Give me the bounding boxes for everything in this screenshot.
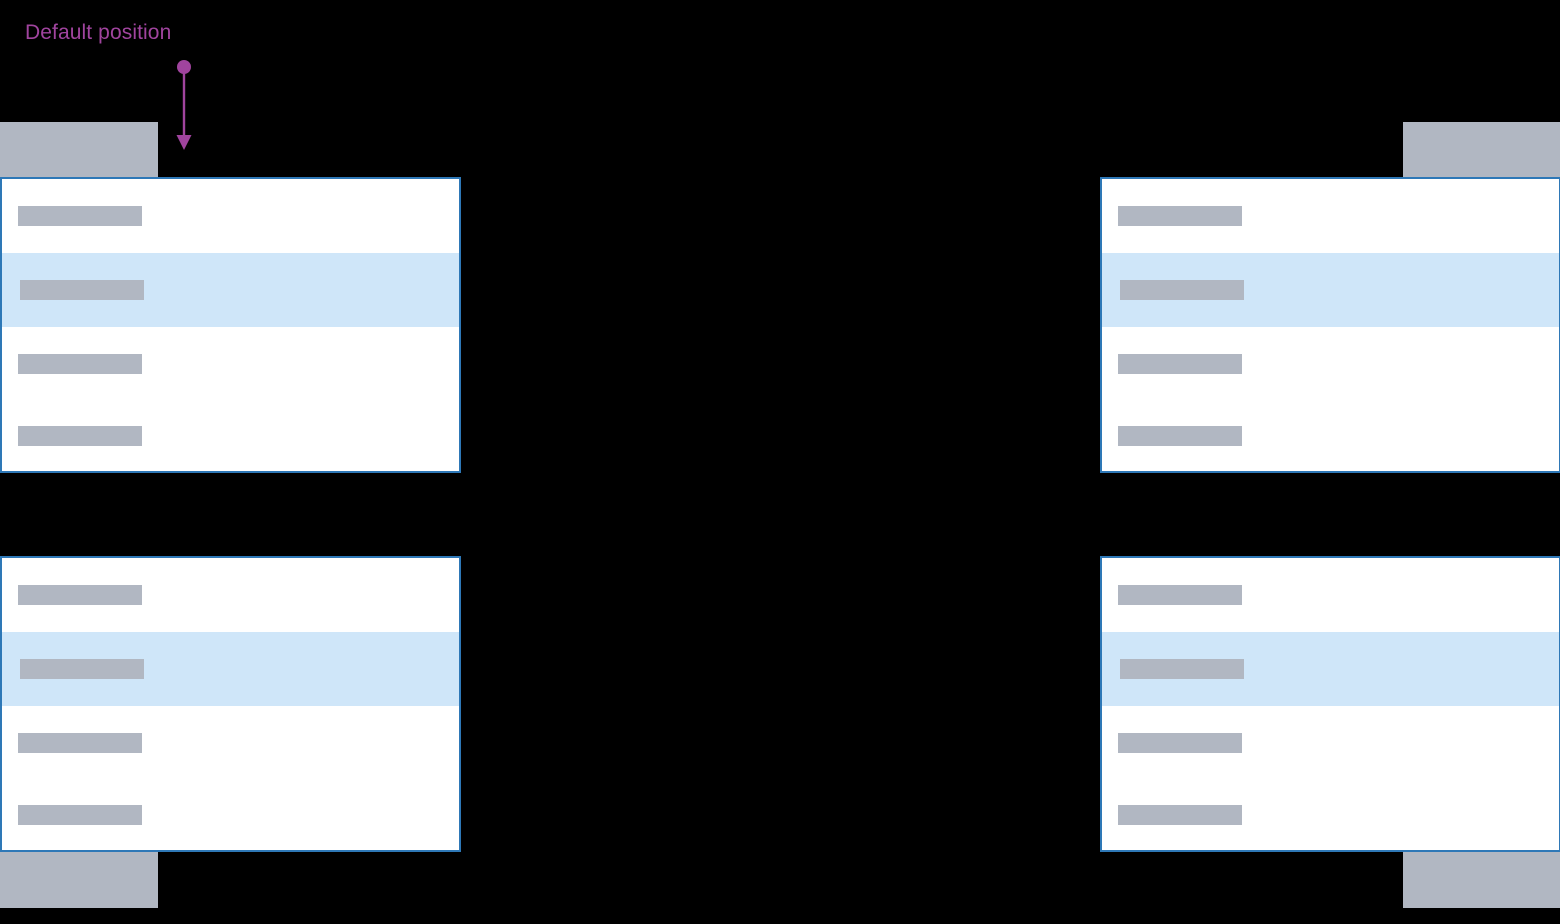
panel-row[interactable]	[2, 780, 459, 850]
flyout-panel-bottom-right[interactable]	[1100, 556, 1560, 852]
row-label-placeholder	[1118, 206, 1242, 226]
row-label-placeholder	[18, 805, 142, 825]
flyout-panel-top-right[interactable]	[1100, 177, 1560, 473]
row-label-placeholder	[18, 426, 142, 446]
row-label-placeholder	[1118, 805, 1242, 825]
row-label-placeholder	[1120, 659, 1244, 679]
panel-row-selected[interactable]	[1102, 253, 1559, 327]
anchor-top-left[interactable]	[0, 122, 158, 178]
row-label-placeholder	[18, 206, 142, 226]
panel-row[interactable]	[2, 401, 459, 471]
anchor-top-right[interactable]	[1403, 122, 1560, 178]
row-label-placeholder	[20, 280, 144, 300]
row-label-placeholder	[1118, 585, 1242, 605]
panel-row[interactable]	[1102, 401, 1559, 471]
arrow-down-icon	[168, 55, 202, 155]
default-position-annotation-label: Default position	[25, 21, 172, 44]
row-label-placeholder	[1118, 426, 1242, 446]
row-label-placeholder	[18, 733, 142, 753]
panel-row[interactable]	[1102, 327, 1559, 401]
row-label-placeholder	[20, 659, 144, 679]
panel-row[interactable]	[1102, 780, 1559, 850]
panel-row[interactable]	[1102, 706, 1559, 780]
row-label-placeholder	[1118, 733, 1242, 753]
panel-row[interactable]	[1102, 558, 1559, 632]
panel-row-selected[interactable]	[1102, 632, 1559, 706]
flyout-panel-bottom-left[interactable]	[0, 556, 461, 852]
flyout-panel-top-left[interactable]	[0, 177, 461, 473]
panel-row[interactable]	[2, 558, 459, 632]
row-label-placeholder	[18, 354, 142, 374]
anchor-bottom-right[interactable]	[1403, 852, 1560, 908]
panel-row[interactable]	[1102, 179, 1559, 253]
panel-row[interactable]	[2, 327, 459, 401]
panel-row[interactable]	[2, 179, 459, 253]
panel-row-selected[interactable]	[2, 632, 459, 706]
panel-row-selected[interactable]	[2, 253, 459, 327]
anchor-bottom-left[interactable]	[0, 852, 158, 908]
row-label-placeholder	[1118, 354, 1242, 374]
panel-row[interactable]	[2, 706, 459, 780]
row-label-placeholder	[18, 585, 142, 605]
row-label-placeholder	[1120, 280, 1244, 300]
